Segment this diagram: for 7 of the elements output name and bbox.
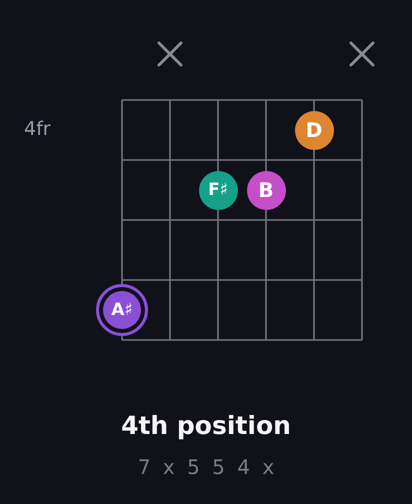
note-dot: B <box>246 170 286 210</box>
chord-title: 4th position <box>120 411 292 440</box>
fret-number: 4fr <box>24 118 51 140</box>
root-note-dot: A♯ <box>96 284 148 336</box>
note-dot: D <box>294 110 334 150</box>
fingering-text: 7 x 5 5 4 x <box>136 455 278 479</box>
note-dot: F♯ <box>198 170 238 210</box>
